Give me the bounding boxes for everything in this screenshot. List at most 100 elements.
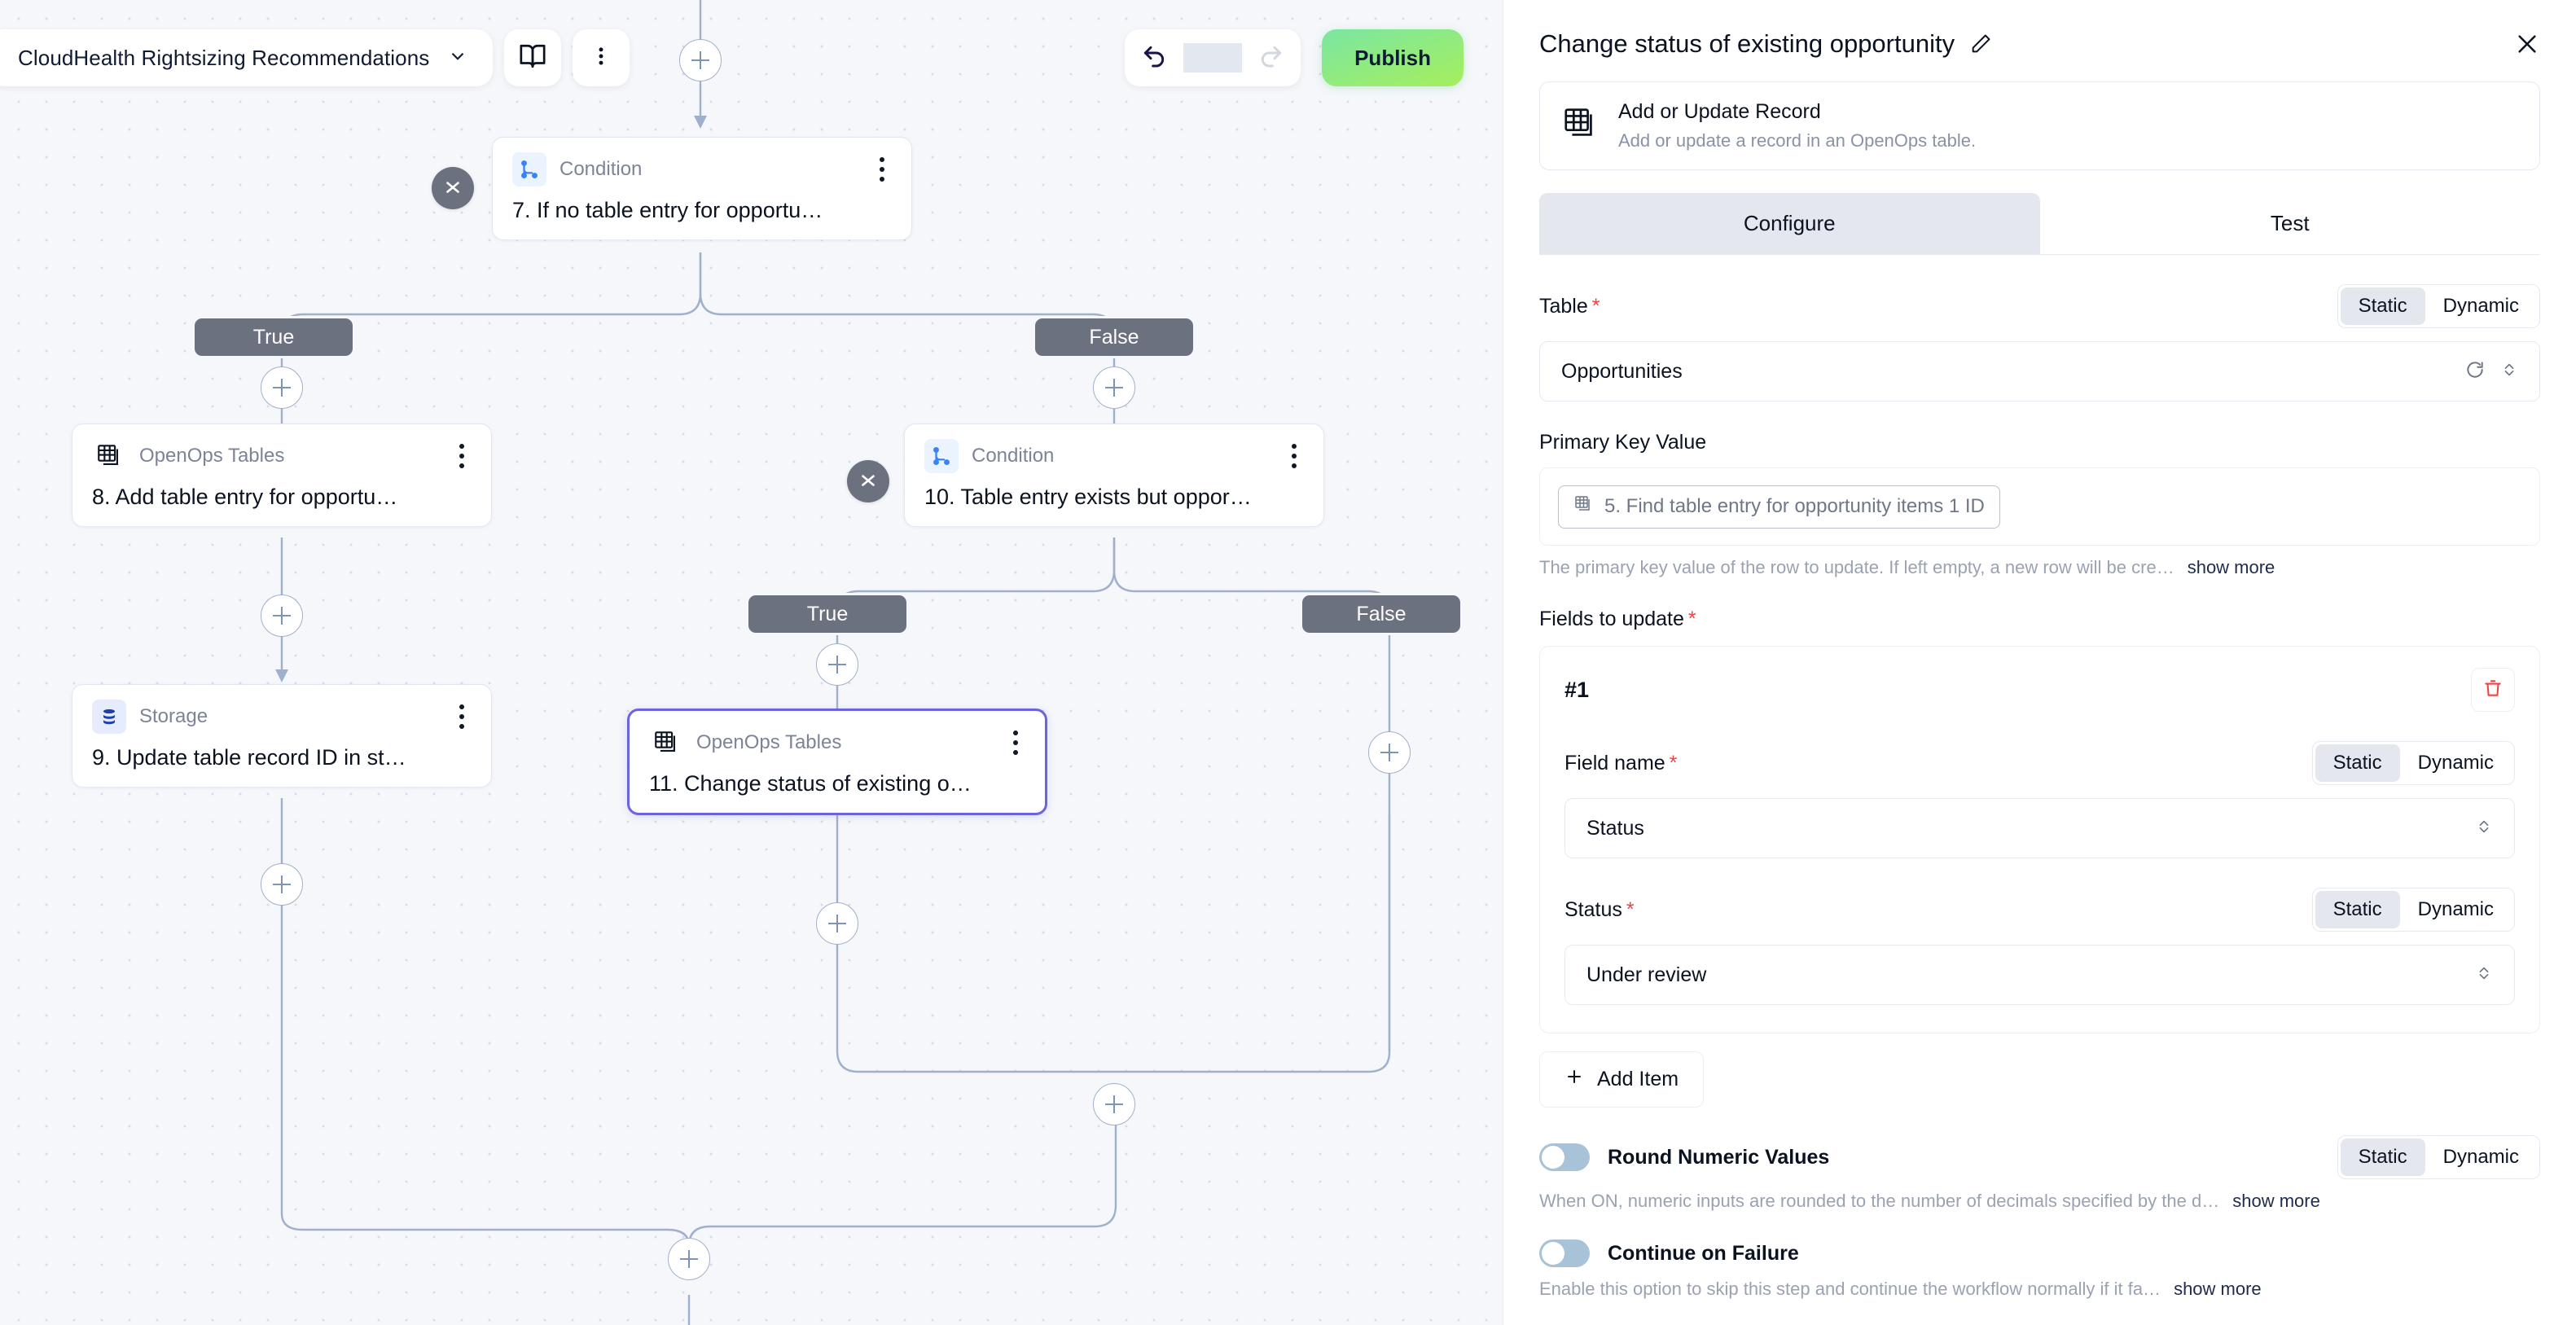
status-value: Under review: [1586, 963, 1707, 986]
node-title: 9. Update table record ID in st…: [92, 745, 406, 770]
node-kind-label: OpenOps Tables: [139, 445, 285, 467]
round-numeric-mode-toggle[interactable]: Static Dynamic: [2337, 1135, 2540, 1179]
piece-description: Add or update a record in an OpenOps tab…: [1618, 130, 1977, 151]
redo-arrow-icon: [1258, 43, 1284, 73]
workflow-node-10[interactable]: Condition 10. Table entry exists but opp…: [904, 423, 1324, 527]
collapse-chevrons-icon: [858, 469, 879, 494]
add-step-button-merge-outer[interactable]: [668, 1238, 710, 1280]
collapse-branch-button-7[interactable]: [432, 167, 474, 209]
continue-on-failure-row: Continue on Failure: [1539, 1239, 2540, 1267]
round-numeric-toggle[interactable]: [1539, 1143, 1590, 1171]
table-mode-static[interactable]: Static: [2340, 287, 2425, 325]
database-icon: [92, 700, 126, 734]
table-mode-toggle[interactable]: Static Dynamic: [2337, 284, 2540, 328]
status-mode-dynamic[interactable]: Dynamic: [2417, 898, 2494, 920]
workflow-canvas[interactable]: CloudHealth Rightsizing Recommendations: [0, 0, 1503, 1325]
status-row: Status* Static Dynamic: [1564, 888, 2515, 932]
primary-key-input[interactable]: 5. Find table entry for opportunity item…: [1539, 467, 2540, 546]
chevron-up-down-icon[interactable]: [2475, 963, 2493, 988]
branch-label-false-2: False: [1300, 593, 1463, 635]
fields-to-update-label: Fields to update*: [1539, 608, 1696, 630]
plus-icon: [1564, 1067, 1584, 1092]
required-star: *: [1591, 294, 1600, 318]
close-x-icon[interactable]: [2514, 31, 2540, 57]
add-step-button-false-2[interactable]: [1368, 731, 1411, 774]
field-name-row: Field name* Static Dynamic: [1564, 741, 2515, 785]
collapse-branch-button-10[interactable]: [847, 460, 889, 502]
workflow-node-9[interactable]: Storage 9. Update table record ID in st…: [72, 684, 492, 788]
primary-key-show-more[interactable]: show more: [2187, 557, 2275, 577]
add-step-button-true-2[interactable]: [816, 643, 858, 686]
round-numeric-mode-static[interactable]: Static: [2340, 1139, 2425, 1176]
branch-label-true-1: True: [192, 316, 355, 358]
redo-button[interactable]: [1242, 43, 1301, 73]
undo-button[interactable]: [1125, 43, 1183, 73]
add-step-button-top[interactable]: [679, 39, 722, 81]
status-mode-toggle[interactable]: Static Dynamic: [2311, 888, 2515, 932]
primary-key-helper-text: The primary key value of the row to upda…: [1539, 557, 2174, 577]
node-more-button[interactable]: [450, 441, 473, 472]
node-title: 11. Change status of existing o…: [649, 771, 972, 796]
tab-configure[interactable]: Configure: [1539, 193, 2040, 254]
table-label: Table*: [1539, 294, 1600, 318]
primary-key-chip[interactable]: 5. Find table entry for opportunity item…: [1558, 485, 2000, 529]
add-step-button-merge-inner[interactable]: [1093, 1083, 1135, 1125]
refresh-icon[interactable]: [2464, 359, 2486, 384]
node-kind-label: Condition: [972, 445, 1055, 467]
table-mode-dynamic[interactable]: Dynamic: [2442, 295, 2519, 317]
field-name-select[interactable]: Status: [1564, 798, 2515, 858]
node-header: Condition: [924, 439, 1306, 473]
docs-button[interactable]: [504, 29, 562, 86]
primary-key-label: Primary Key Value: [1539, 431, 1707, 454]
chevron-up-down-icon[interactable]: [2500, 359, 2518, 384]
status-select[interactable]: Under review: [1564, 945, 2515, 1005]
round-numeric-helper: When ON, numeric inputs are rounded to t…: [1539, 1191, 2540, 1212]
continue-on-failure-label: Continue on Failure: [1608, 1241, 1799, 1265]
add-step-button-true-1[interactable]: [261, 366, 303, 409]
field-name-mode-dynamic[interactable]: Dynamic: [2417, 752, 2494, 774]
add-item-button[interactable]: Add Item: [1539, 1051, 1705, 1108]
add-step-button-after-11[interactable]: [816, 902, 858, 945]
add-step-button-false-1[interactable]: [1093, 366, 1135, 409]
tab-test[interactable]: Test: [2039, 193, 2540, 254]
panel-tabs: Configure Test: [1539, 193, 2540, 255]
piece-info-card: Add or Update Record Add or update a rec…: [1539, 81, 2540, 170]
piece-text: Add or Update Record Add or update a rec…: [1618, 100, 1976, 151]
round-numeric-show-more[interactable]: show more: [2232, 1191, 2320, 1211]
required-star: *: [1669, 751, 1678, 774]
node-header: OpenOps Tables: [649, 726, 1027, 760]
condition-branch-icon: [924, 439, 959, 473]
node-more-button[interactable]: [1004, 727, 1027, 758]
workflow-node-8[interactable]: OpenOps Tables 8. Add table entry for op…: [72, 423, 492, 527]
node-more-button[interactable]: [1283, 441, 1306, 472]
workflow-name-selector[interactable]: CloudHealth Rightsizing Recommendations: [0, 29, 494, 86]
add-step-button-after-9[interactable]: [261, 863, 303, 906]
chevron-up-down-icon[interactable]: [2475, 816, 2493, 841]
node-more-button[interactable]: [450, 701, 473, 732]
add-step-button-after-8[interactable]: [261, 594, 303, 637]
pencil-icon[interactable]: [1969, 33, 1992, 55]
workflow-more-button[interactable]: [573, 29, 630, 86]
continue-on-failure-show-more[interactable]: show more: [2174, 1279, 2262, 1299]
undo-redo-group: [1125, 29, 1301, 86]
publish-button[interactable]: Publish: [1322, 29, 1464, 86]
workflow-node-7[interactable]: Condition 7. If no table entry for oppor…: [492, 137, 912, 240]
table-field-row: Table* Static Dynamic: [1539, 284, 2540, 328]
continue-on-failure-toggle[interactable]: [1539, 1239, 1590, 1267]
table-select[interactable]: Opportunities: [1539, 341, 2540, 401]
primary-key-helper: The primary key value of the row to upda…: [1539, 557, 2540, 578]
node-header: Storage: [92, 700, 473, 734]
workflow-node-11[interactable]: OpenOps Tables 11. Change status of exis…: [627, 709, 1047, 815]
field-name-mode-static[interactable]: Static: [2315, 744, 2400, 782]
round-numeric-label: Round Numeric Values: [1608, 1145, 1830, 1169]
status-label: Status*: [1564, 897, 1635, 921]
node-more-button[interactable]: [871, 154, 893, 185]
delete-field-button[interactable]: [2471, 668, 2515, 712]
status-mode-static[interactable]: Static: [2315, 891, 2400, 928]
round-numeric-mode-dynamic[interactable]: Dynamic: [2442, 1146, 2519, 1168]
configure-form: Table* Static Dynamic Opportunities Prim…: [1503, 284, 2576, 1300]
round-numeric-left: Round Numeric Values: [1539, 1143, 1829, 1171]
field-name-mode-toggle[interactable]: Static Dynamic: [2311, 741, 2515, 785]
panel-header: Change status of existing opportunity: [1503, 0, 2576, 59]
primary-key-chip-text: 5. Find table entry for opportunity item…: [1604, 495, 1985, 517]
